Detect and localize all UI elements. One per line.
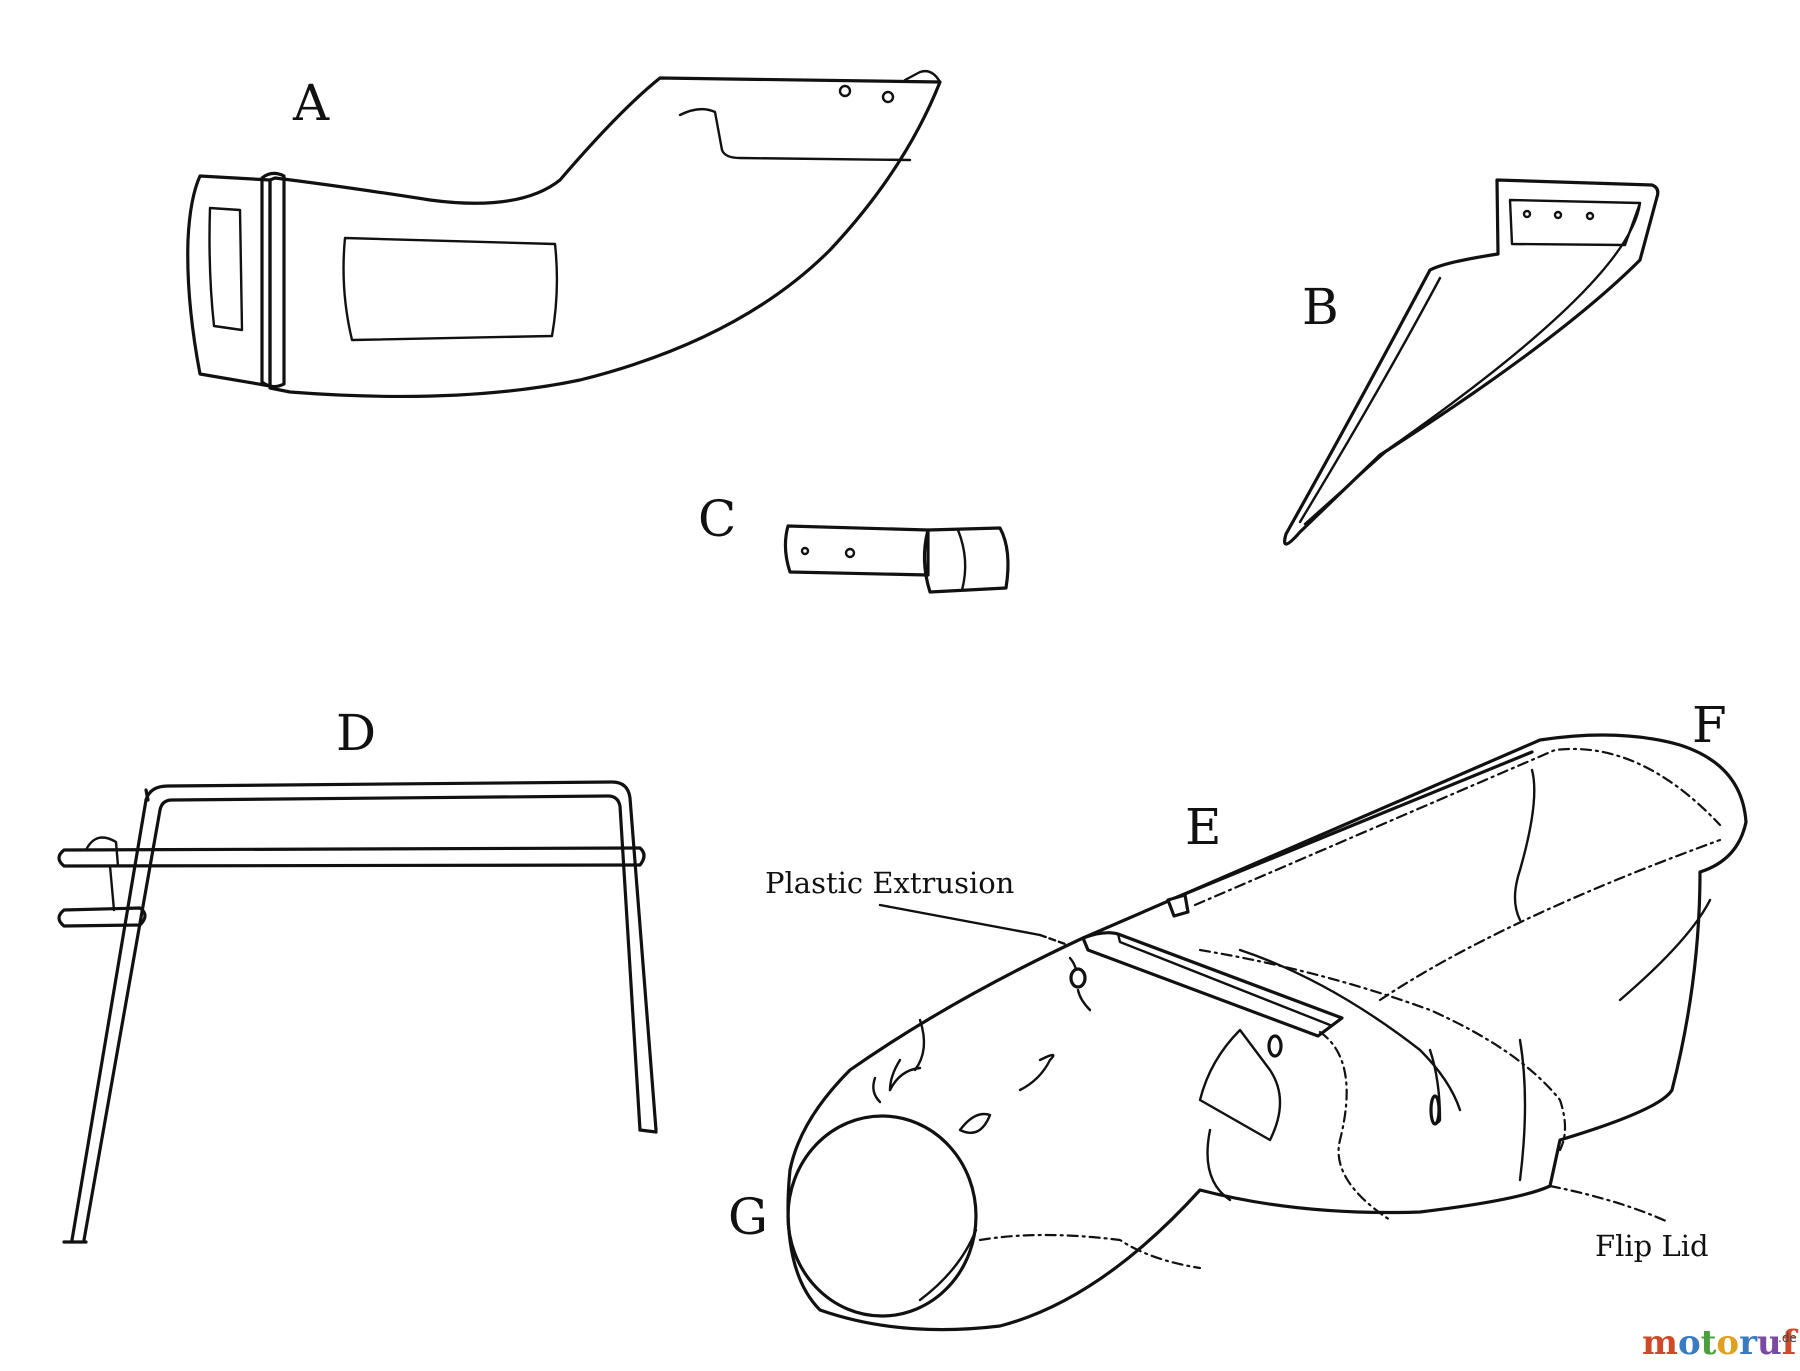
bag-assembly-drawing xyxy=(786,733,1748,1332)
part-label-a: A xyxy=(292,74,330,132)
part-label-c: C xyxy=(698,490,736,548)
part-c-clip-drawing xyxy=(783,524,1010,594)
part-d-wire-frame-drawing xyxy=(57,780,658,1244)
callout-plastic-extrusion: Plastic Extrusion xyxy=(765,866,1070,947)
callout-flip-lid: Flip Lid xyxy=(1548,1184,1709,1263)
watermark-letter: t xyxy=(1701,1323,1717,1363)
callout-plastic-extrusion-label: Plastic Extrusion xyxy=(765,866,1014,900)
part-label-g: G xyxy=(728,1188,768,1246)
watermark-letter: r xyxy=(1739,1323,1758,1363)
callout-flip-lid-label: Flip Lid xyxy=(1595,1229,1709,1263)
watermark-tld: .de xyxy=(1778,1331,1797,1345)
watermark-letter: o xyxy=(1678,1323,1701,1363)
watermark-letter: u xyxy=(1757,1323,1782,1363)
watermark-letter: o xyxy=(1716,1323,1739,1363)
watermark-letter: m xyxy=(1642,1323,1678,1363)
watermark-brand: motoruf xyxy=(1642,1323,1799,1363)
watermark-letter: f xyxy=(1782,1323,1799,1363)
part-label-e: E xyxy=(1185,798,1222,856)
part-label-d: D xyxy=(336,704,376,762)
part-b-bracket-drawing xyxy=(1283,178,1660,546)
part-label-f: F xyxy=(1692,696,1727,754)
watermark-logo: motoruf .de xyxy=(1642,1323,1799,1363)
part-a-chute-drawing xyxy=(186,69,942,399)
part-label-b: B xyxy=(1302,278,1339,336)
